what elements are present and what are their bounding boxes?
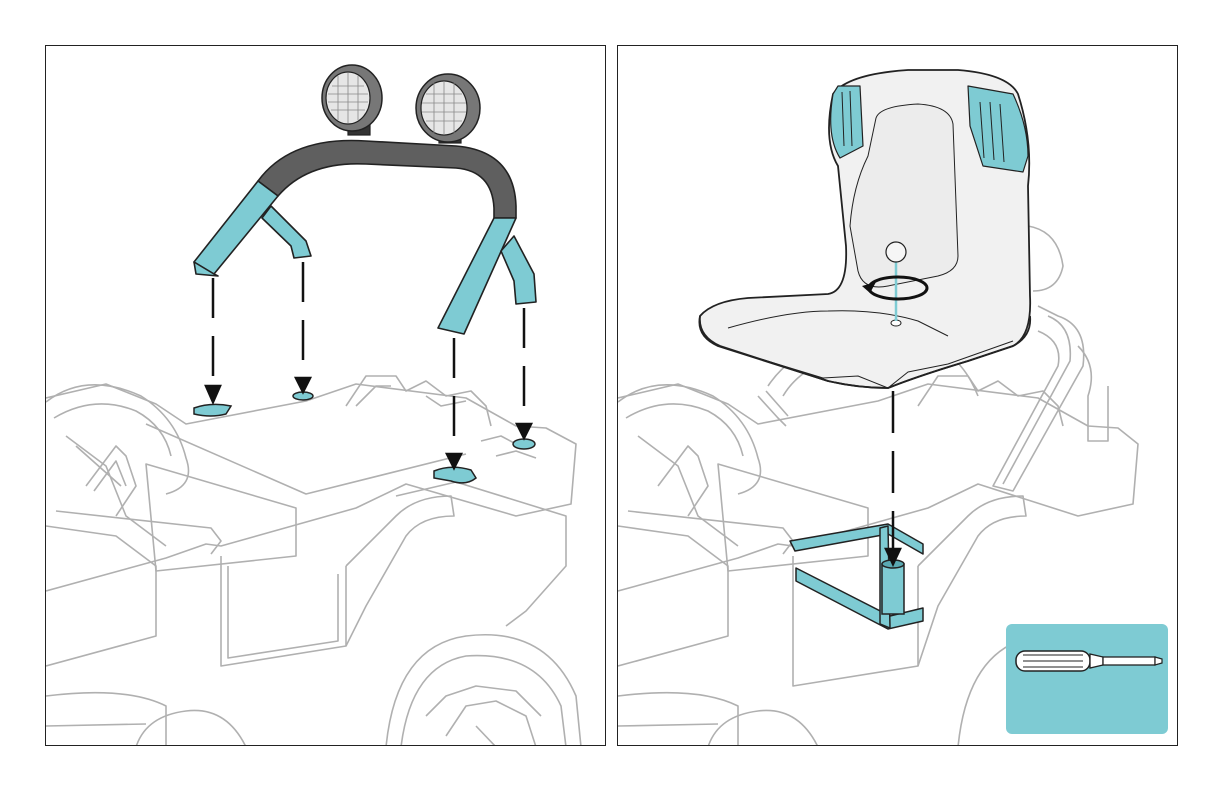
seat bbox=[699, 70, 1030, 388]
seat-diagram bbox=[618, 46, 1178, 746]
headlight-right bbox=[416, 74, 480, 143]
seat-post bbox=[882, 560, 904, 614]
tool-badge bbox=[1006, 624, 1168, 734]
socket-front-right bbox=[434, 467, 476, 483]
roll-bar bbox=[194, 141, 536, 335]
socket-front-left bbox=[194, 404, 231, 416]
roll-bar-sockets bbox=[194, 392, 535, 483]
panel-roll-bar-install bbox=[45, 45, 606, 746]
vehicle-body-faded bbox=[46, 376, 581, 746]
panel-seat-install bbox=[617, 45, 1178, 746]
headlight-left bbox=[322, 65, 382, 135]
roll-bar-diagram bbox=[46, 46, 606, 746]
